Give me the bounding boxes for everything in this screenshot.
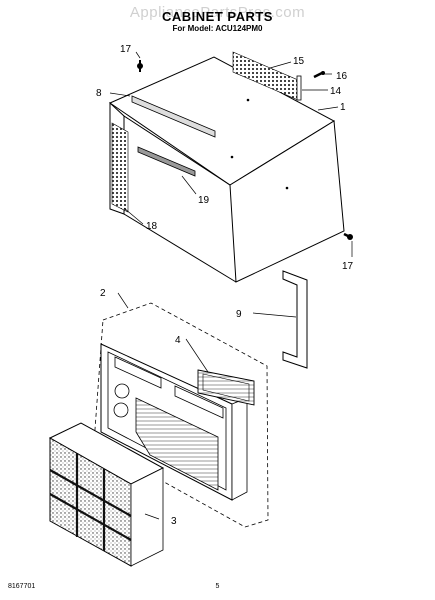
callout-18: 18 [146, 221, 158, 232]
callout-labels: 17 15 16 8 14 1 19 18 17 2 9 4 3 [96, 44, 354, 527]
model-subtitle: For Model: ACU124PM0 [172, 24, 263, 33]
screw-16 [313, 71, 325, 79]
callout-19: 19 [198, 195, 210, 206]
front-panel-group [93, 302, 269, 528]
screw-17-bottom [343, 232, 353, 240]
top-rail [131, 95, 216, 138]
callout-9: 9 [236, 309, 242, 320]
louver-insert [197, 369, 255, 406]
watermark: AppliancePartsPros.com [129, 4, 306, 21]
callout-1: 1 [340, 102, 346, 113]
callout-8: 8 [96, 88, 102, 99]
inner-strip [137, 146, 196, 177]
callout-2: 2 [100, 288, 106, 299]
callout-17-bottom: 17 [342, 261, 354, 272]
cabinet [108, 56, 345, 283]
callout-4: 4 [175, 335, 181, 346]
doc-number: 8167701 [8, 583, 36, 590]
screw-17-top [137, 60, 143, 72]
callout-14: 14 [330, 86, 342, 97]
callout-17-top: 17 [120, 44, 132, 55]
page-title: CABINET PARTS [162, 9, 273, 24]
handle [282, 270, 308, 369]
side-grille [111, 122, 129, 213]
callout-16: 16 [336, 71, 348, 82]
callout-3: 3 [171, 516, 177, 527]
leader-lines [109, 51, 353, 520]
rear-bracket [296, 75, 302, 101]
page-number: 5 [215, 583, 220, 590]
filter [48, 422, 165, 567]
callout-15: 15 [293, 56, 305, 67]
